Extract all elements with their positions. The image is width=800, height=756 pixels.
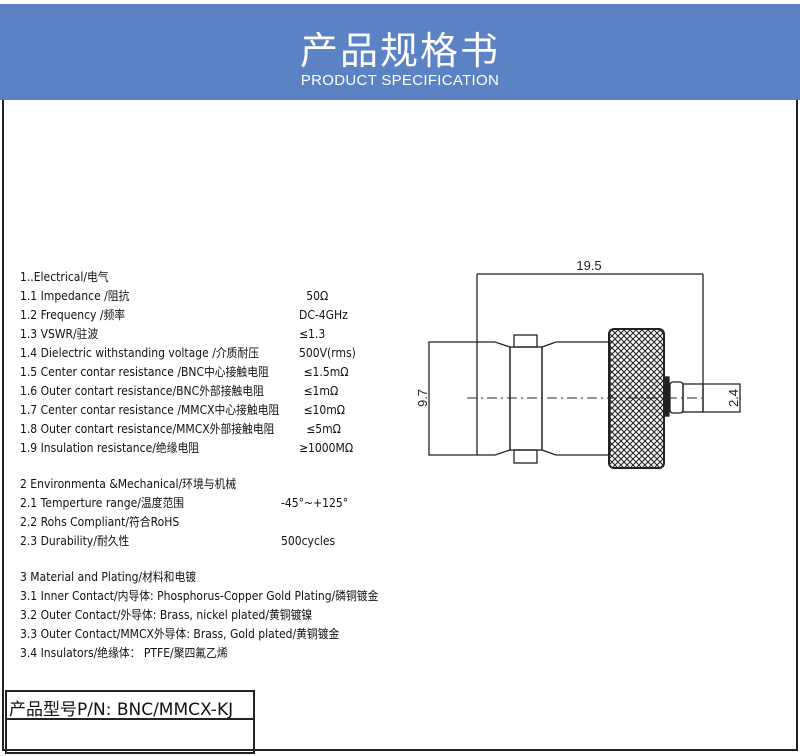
spec-label: 1.8 Outer contart resistance/MMCX外部接触电阻 [20, 422, 275, 436]
spec-row: 3.2 Outer Contact/外导体: Brass, nickel pla… [20, 606, 378, 625]
material-section: 3 Material and Plating/材料和电镀 3.1 Inner C… [20, 568, 378, 663]
spec-label: 1.5 Center contar resistance /BNC中心接触电阻 [20, 365, 269, 379]
spec-label: 2.1 Temperture range/温度范围 [20, 496, 185, 510]
spec-label: 2.3 Durability/耐久性 [20, 534, 130, 548]
bayonet-pin-top [513, 334, 538, 348]
spec-row: 3.1 Inner Contact/内导体: Phosphorus-Copper… [20, 587, 378, 606]
spec-row: 1.6 Outer contart resistance/BNC外部接触电阻 ≤1… [20, 382, 338, 401]
spec-row: 1.7 Center contar resistance /MMCX中心接触电阻… [20, 401, 345, 420]
spec-label: 3.3 Outer Contact/MMCX外导体: Brass, Gold p… [20, 627, 340, 641]
content-frame [2, 100, 798, 751]
spec-row: 1.5 Center contar resistance /BNC中心接触电阻 ≤… [20, 363, 349, 382]
spec-label: 1.7 Center contar resistance /MMCX中心接触电阻 [20, 403, 280, 417]
washer [664, 376, 670, 417]
spec-row: 1.3 VSWR/驻波 ≤1.3 [20, 325, 325, 344]
spec-label: 3.4 Insulators/绝缘体： PTFE/聚四氟乙烯 [20, 646, 228, 660]
dimension-pin: 2.4 [726, 389, 741, 407]
spec-row: 2.3 Durability/耐久性 500cycles [20, 532, 335, 551]
spec-label: 1.1 Impedance /阻抗 [20, 289, 130, 303]
part-number: 产品型号P/N: BNC/MMCX-KJ [9, 700, 234, 720]
spec-value: ≤5mΩ [306, 422, 341, 436]
spec-row: 3.3 Outer Contact/MMCX外导体: Brass, Gold p… [20, 625, 378, 644]
electrical-section: 1..Electrical/电气 1.1 Impedance /阻抗 50Ω 1.2… [20, 268, 356, 458]
spec-label: 1.4 Dielectric withstanding voltage /介质耐… [20, 346, 260, 360]
section-heading: 1..Electrical/电气 [20, 270, 109, 284]
spec-row: 1.1 Impedance /阻抗 50Ω [20, 287, 328, 306]
spec-row: 2.2 Rohs Compliant/符合RoHS [20, 513, 236, 532]
spec-label: 2.2 Rohs Compliant/符合RoHS [20, 515, 180, 529]
header-banner: 产品规格书 PRODUCT SPECIFICATION [0, 4, 800, 100]
environmental-section: 2 Environmenta &Mechanical/环境与机械 2.1 Tem… [20, 475, 348, 551]
dimension-diameter: 9.7 [415, 389, 430, 407]
spec-label: 3.2 Outer Contact/外导体: Brass, nickel pla… [20, 608, 313, 622]
spec-value: 50Ω [306, 289, 329, 303]
spec-row: 1.9 Insulation resistance/绝缘电阻 ≥1000MΩ [20, 439, 353, 458]
spec-label: 1.3 VSWR/驻波 [20, 327, 99, 341]
section-heading: 2 Environmenta &Mechanical/环境与机械 [20, 477, 237, 491]
spec-row: 1.4 Dielectric withstanding voltage /介质耐… [20, 344, 356, 363]
spec-row: 1.2 Frequency /频率 DC-4GHz [20, 306, 348, 325]
spec-label: 1.9 Insulation resistance/绝缘电阻 [20, 441, 200, 455]
pin-dimension [703, 383, 741, 413]
spec-value: 500V(rms) [299, 346, 356, 360]
spec-value: ≤1mΩ [303, 384, 339, 398]
page-subtitle: PRODUCT SPECIFICATION [300, 72, 500, 89]
bayonet-pin-bottom [513, 449, 538, 464]
spec-label: 1.2 Frequency /频率 [20, 308, 126, 322]
divider [7, 718, 253, 720]
section-heading: 3 Material and Plating/材料和电镀 [20, 570, 197, 584]
spec-row: 3.4 Insulators/绝缘体： PTFE/聚四氟乙烯 [20, 644, 378, 663]
spec-label: 1.6 Outer contart resistance/BNC外部接触电阻 [20, 384, 264, 398]
spec-value: -45°~+125° [281, 496, 349, 510]
spec-label: 3.1 Inner Contact/内导体: Phosphorus-Copper… [20, 589, 379, 603]
spec-value: DC-4GHz [299, 308, 348, 322]
spec-value: ≤10mΩ [303, 403, 346, 417]
spec-value: ≤1.5mΩ [303, 365, 349, 379]
spec-row: 1.8 Outer contart resistance/MMCX外部接触电阻 ≤… [20, 420, 341, 439]
dimension-line [476, 273, 704, 455]
part-number-box: 产品型号P/N: BNC/MMCX-KJ [5, 690, 255, 754]
spec-value: 500cycles [281, 534, 336, 548]
dimension-length: 19.5 [576, 258, 601, 273]
spec-value: ≤1.3 [299, 327, 326, 341]
page-title: 产品规格书 [299, 29, 500, 73]
spec-row: 2.1 Temperture range/温度范围 -45°~+125° [20, 494, 348, 513]
spec-value: ≥1000MΩ [299, 441, 354, 455]
